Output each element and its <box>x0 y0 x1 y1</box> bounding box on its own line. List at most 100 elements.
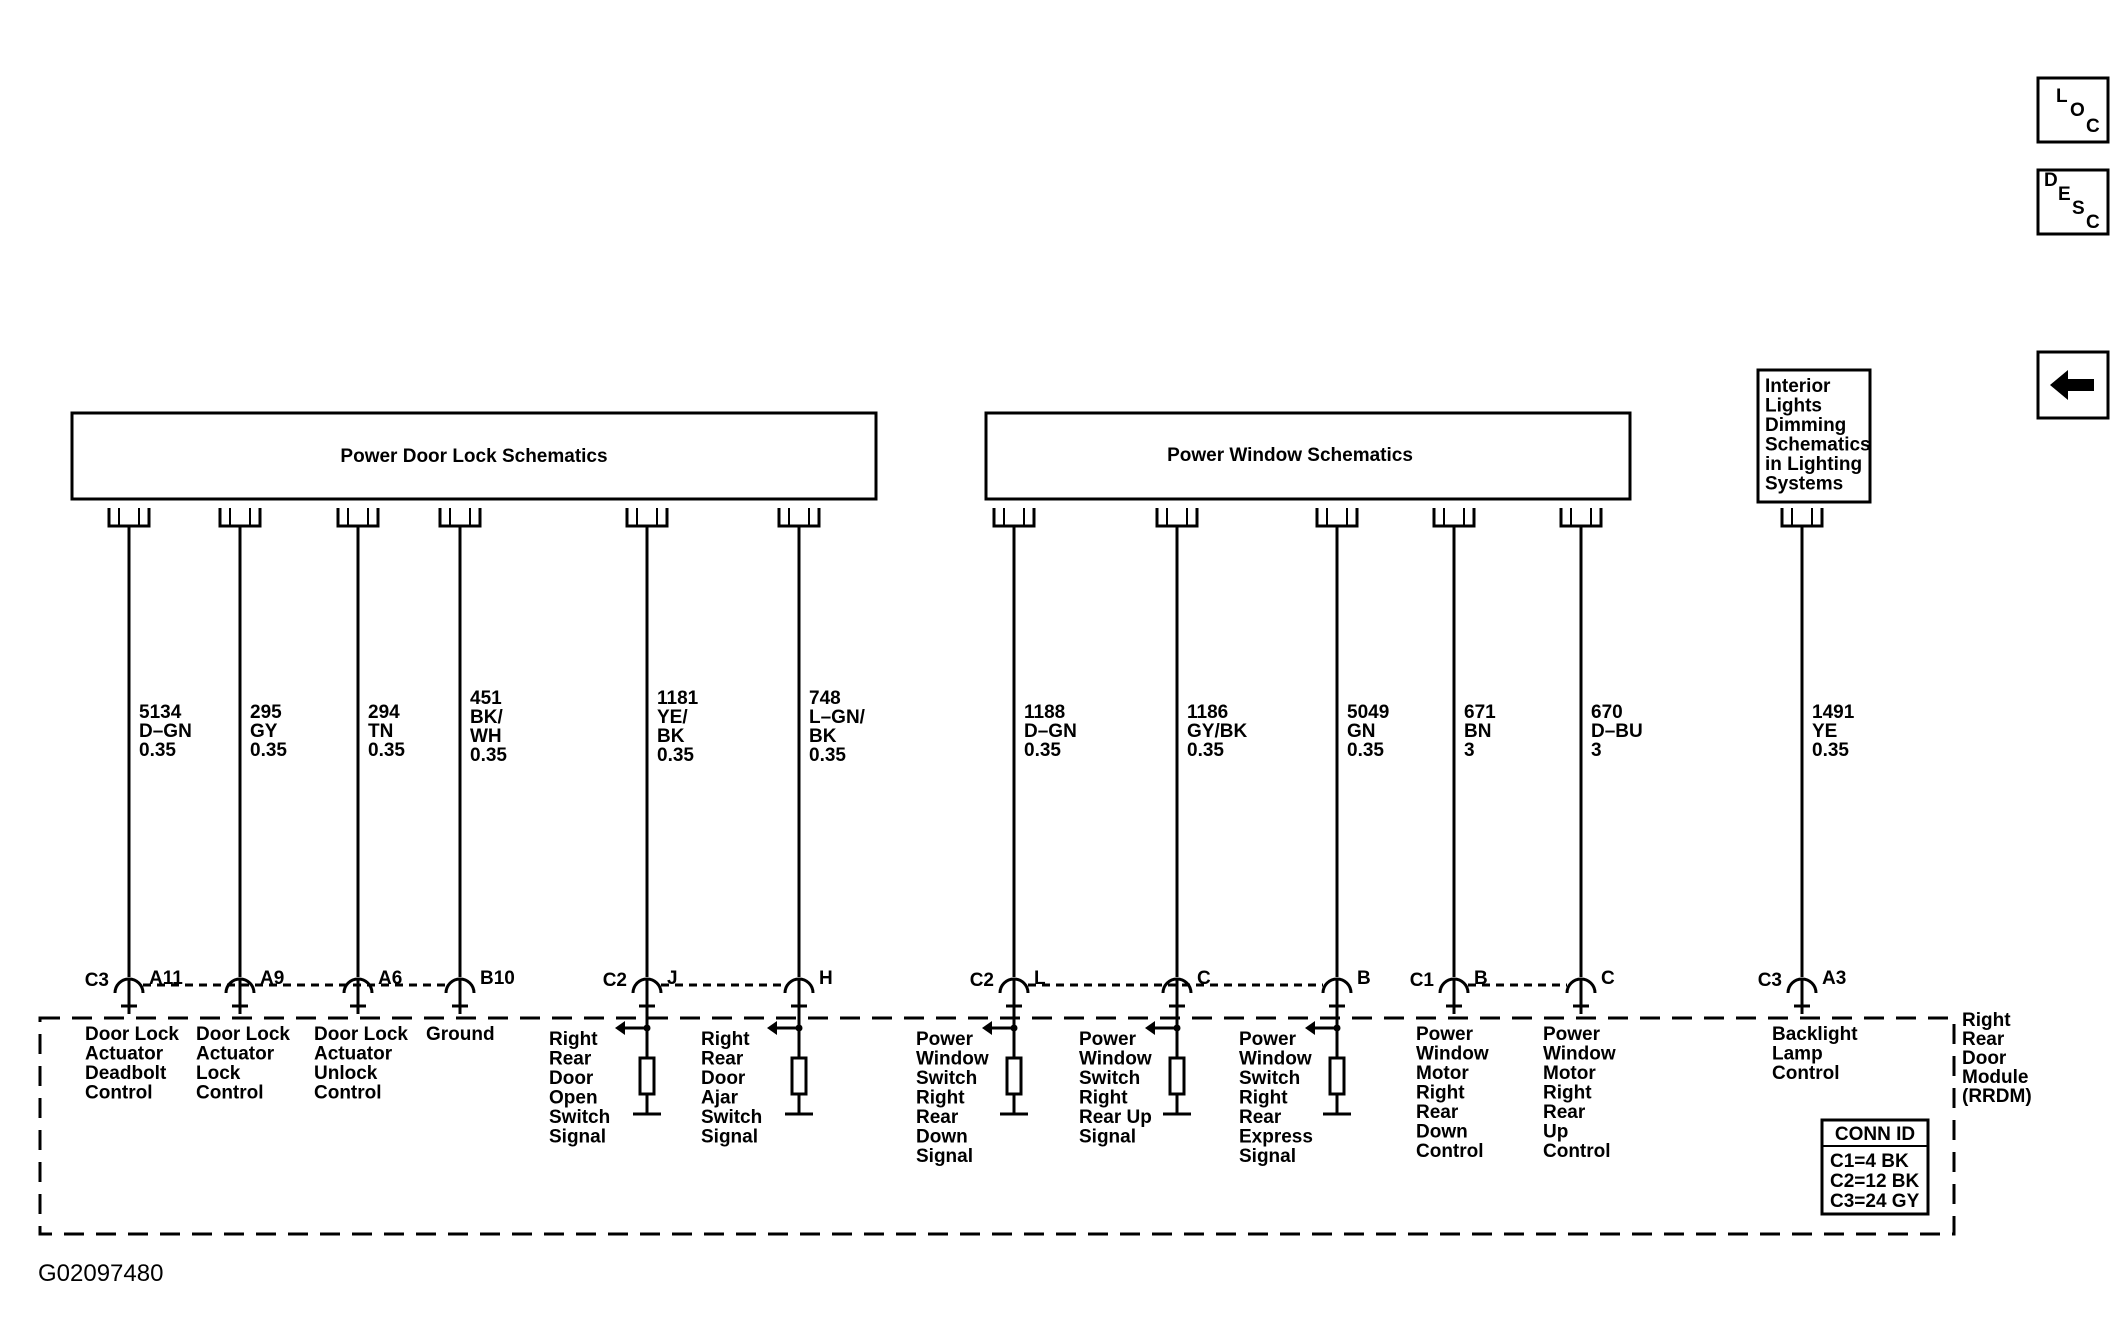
circuit-label: GY <box>250 721 278 742</box>
pin-label: A11 <box>149 968 183 989</box>
connector-label: C3 <box>85 970 109 991</box>
description-line: Window <box>1543 1044 1616 1065</box>
connector-label: C2 <box>603 970 627 991</box>
pin-label: B <box>1474 968 1488 989</box>
pin-label: L <box>1034 968 1046 989</box>
description-line: Window <box>1416 1044 1489 1065</box>
circuit-label: 0.35 <box>1812 740 1849 761</box>
circuit-label: BN <box>1464 721 1491 742</box>
conn-id-title: CONN ID <box>1835 1124 1915 1145</box>
description-line: Right <box>1416 1083 1465 1104</box>
wire-circuit[interactable]: 670D–BU3CPowerWindowMotorRightRearUpCont… <box>1543 508 1643 1162</box>
desc-letter-d: D <box>2044 170 2058 191</box>
description-line: Door Lock <box>314 1024 408 1045</box>
conn-id-line-c3: C3=24 GY <box>1830 1191 1920 1212</box>
circuit-label: L–GN/ <box>809 707 866 728</box>
pin-label: H <box>819 968 833 989</box>
pin-label: A6 <box>378 968 402 989</box>
switch-input-icon <box>1305 1014 1351 1116</box>
circuit-label: 0.35 <box>1024 740 1061 761</box>
circuit-label: GN <box>1347 721 1376 742</box>
description-line: Window <box>916 1049 989 1070</box>
desc-button[interactable]: D E S C <box>2036 168 2110 236</box>
description-line: Motor <box>1416 1063 1469 1084</box>
description-line: Motor <box>1543 1063 1596 1084</box>
circuit-label: 1186 <box>1187 702 1228 723</box>
wire-circuit[interactable]: 5049GN0.35BPowerWindowSwitchRightRearExp… <box>1239 508 1389 1167</box>
power-door-lock-label: Power Door Lock Schematics <box>340 446 607 467</box>
top-connector-icon <box>1780 508 1824 528</box>
top-connector-icon <box>992 508 1036 528</box>
power-window-box[interactable]: Power Window Schematics <box>984 411 1632 501</box>
description-line: Door <box>549 1068 594 1089</box>
pin-label: J <box>667 968 678 989</box>
circuit-label: GY/BK <box>1187 721 1247 742</box>
circuit-label: 295 <box>250 702 282 723</box>
description-line: Actuator <box>196 1044 275 1065</box>
top-connector-icon <box>1315 508 1359 528</box>
description-line: Window <box>1079 1049 1152 1070</box>
description-line: Signal <box>916 1146 973 1167</box>
circuit-label: D–BU <box>1591 721 1643 742</box>
module-name-line: Right <box>1962 1010 2011 1031</box>
module-name-line: (RRDM) <box>1962 1086 2032 1107</box>
desc-letter-c: C <box>2086 212 2100 233</box>
wire-circuit[interactable]: 748L–GN/BK0.35HRightRearDoorAjarSwitchSi… <box>701 508 866 1148</box>
connector-label: C1 <box>1410 970 1435 991</box>
description-line: Rear <box>1239 1107 1282 1128</box>
loc-letter-o: O <box>2070 100 2085 121</box>
description-line: Control <box>85 1083 153 1104</box>
interior-lights-label-line: in Lighting <box>1765 454 1862 475</box>
circuit-label: BK <box>657 726 685 747</box>
connector-label: C3 <box>1758 970 1782 991</box>
left-arrow-icon <box>2050 370 2094 400</box>
circuit-label: 671 <box>1464 702 1496 723</box>
circuit-label: 0.35 <box>250 740 287 761</box>
description-line: Ground <box>426 1024 495 1045</box>
module-name-line: Door <box>1962 1048 2007 1069</box>
description-line: Power <box>1079 1029 1137 1050</box>
description-line: Unlock <box>314 1063 378 1084</box>
wire-circuit[interactable]: 1186GY/BK0.35CPowerWindowSwitchRightRear… <box>1079 508 1247 1148</box>
loc-button[interactable]: L O C <box>2036 76 2110 144</box>
pin-label: B10 <box>480 968 515 989</box>
description-line: Actuator <box>85 1044 164 1065</box>
description-line: Switch <box>701 1107 762 1128</box>
pin-label: C <box>1197 968 1211 989</box>
top-connector-icon <box>336 508 380 528</box>
conn-id-line-c1: C1=4 BK <box>1830 1151 1909 1172</box>
switch-input-icon <box>767 1014 813 1116</box>
description-line: Control <box>314 1083 382 1104</box>
interior-lights-label-line: Schematics <box>1765 435 1871 456</box>
module-name-line: Module <box>1962 1067 2029 1088</box>
description-line: Right <box>1543 1083 1592 1104</box>
description-line: Rear <box>916 1107 959 1128</box>
circuit-label: 0.35 <box>809 745 846 766</box>
top-connector-icon <box>1155 508 1199 528</box>
desc-letter-s: S <box>2072 198 2085 219</box>
description-line: Signal <box>1079 1127 1136 1148</box>
circuit-label: D–GN <box>1024 721 1077 742</box>
diagram-id: G02097480 <box>38 1260 163 1287</box>
interior-lights-label-line: Systems <box>1765 474 1843 495</box>
description-line: Signal <box>549 1127 606 1148</box>
description-line: Control <box>1772 1063 1840 1084</box>
description-line: Up <box>1543 1122 1568 1143</box>
circuit-label: 0.35 <box>1347 740 1384 761</box>
back-button[interactable] <box>2036 350 2110 420</box>
circuit-label: 3 <box>1591 740 1602 761</box>
description-line: Power <box>1543 1024 1601 1045</box>
power-door-lock-box[interactable]: Power Door Lock Schematics <box>70 411 878 501</box>
description-line: Lock <box>196 1063 241 1084</box>
